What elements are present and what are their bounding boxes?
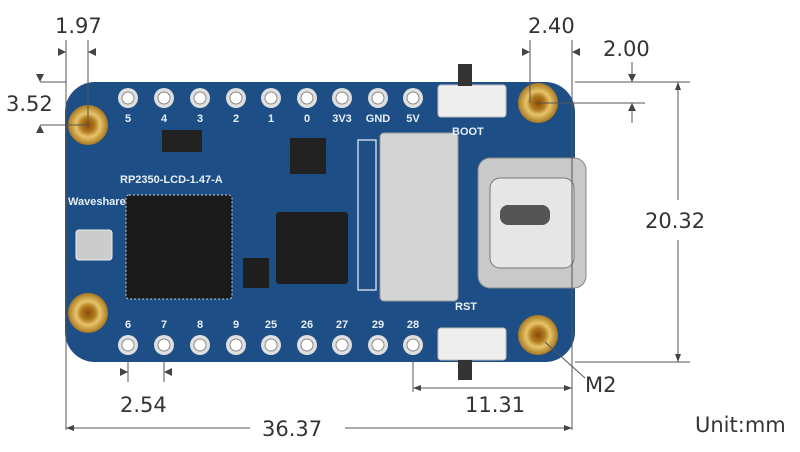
pin-label: 2 xyxy=(233,113,239,125)
dim-hole-offset-x: 1.97 xyxy=(55,14,102,38)
boot-button[interactable] xyxy=(437,84,507,118)
dim-pin-pitch: 2.54 xyxy=(120,393,167,417)
header-pins xyxy=(118,88,423,355)
pin-label: 26 xyxy=(301,319,313,331)
pin-label: 5 xyxy=(125,113,131,125)
pin-label: 3 xyxy=(197,113,203,125)
rst-label: RST xyxy=(455,301,477,313)
dim-hole-spacing: 11.31 xyxy=(465,393,525,417)
pin-label: GND xyxy=(366,113,391,125)
dim-screw: M2 xyxy=(585,373,616,397)
unit-label: Unit:mm xyxy=(695,413,786,437)
dim-width: 36.37 xyxy=(262,417,322,441)
pin-label: 6 xyxy=(125,319,131,331)
rp2350-chip xyxy=(125,194,233,300)
dim-right-hole-x: 2.40 xyxy=(528,14,575,38)
pin-label: 4 xyxy=(161,113,168,125)
pin-label: 8 xyxy=(197,319,203,331)
dim-hole-offset-y: 3.52 xyxy=(6,92,53,116)
flash-chip xyxy=(276,212,348,284)
board-model-label: RP2350-LCD-1.47-A xyxy=(120,174,223,186)
pin-label: 9 xyxy=(233,319,239,331)
boot-label: BOOT xyxy=(452,126,484,138)
pin-label: 3V3 xyxy=(332,113,352,125)
pin-label: 5V xyxy=(406,113,420,125)
dimension-lines xyxy=(36,40,690,431)
dim-right-hole-y: 2.00 xyxy=(603,37,650,61)
pin-label: 25 xyxy=(265,319,277,331)
pin-label: 28 xyxy=(407,319,419,331)
dim-height: 20.32 xyxy=(645,209,705,233)
reset-button[interactable] xyxy=(437,327,507,361)
pin-label: 0 xyxy=(304,113,310,125)
pin-label: 29 xyxy=(372,319,384,331)
sd-card-slot xyxy=(379,132,459,302)
pin-label: 27 xyxy=(336,319,348,331)
pin-label: 7 xyxy=(161,319,167,331)
pin-label: 1 xyxy=(268,113,274,125)
brand-label: Waveshare xyxy=(68,196,126,208)
